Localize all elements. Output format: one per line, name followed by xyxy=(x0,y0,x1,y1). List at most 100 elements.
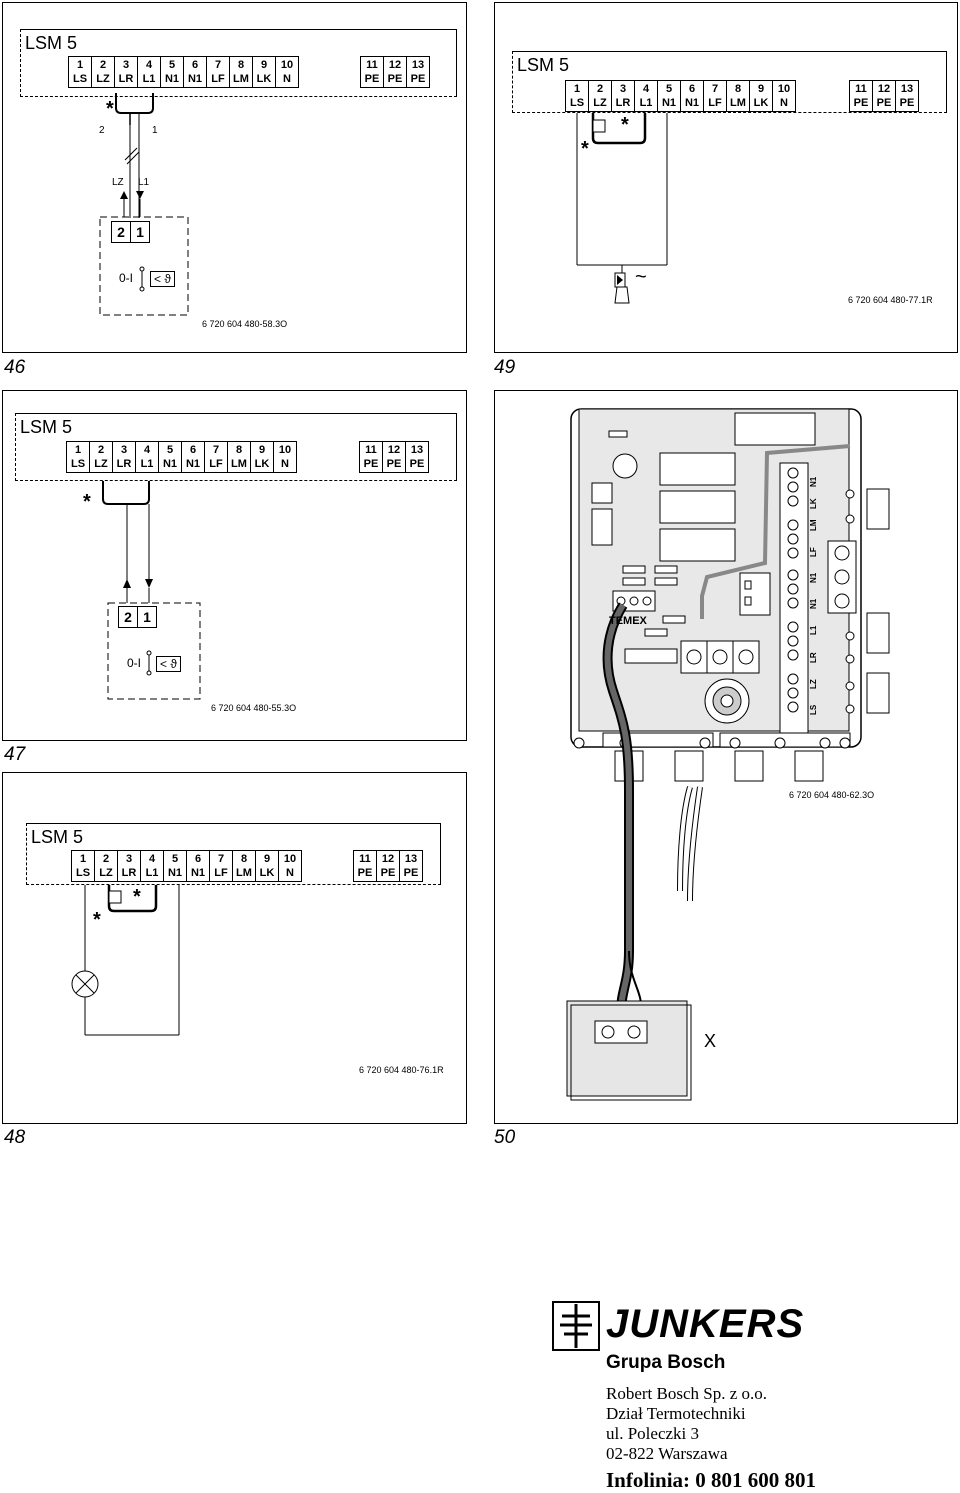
module-title: LSM 5 xyxy=(31,827,84,847)
switch-label: 0-I xyxy=(119,271,134,285)
asterisk-inner: * xyxy=(133,886,141,908)
fig46-wiring xyxy=(99,93,189,316)
strip-label-ls: LS xyxy=(809,704,818,715)
strip-label-n1-3: N1 xyxy=(809,598,818,609)
device-x-label: X xyxy=(704,1031,717,1051)
junkers-footer: JUNKERS Grupa Bosch Robert Bosch Sp. z o… xyxy=(552,1300,952,1492)
figure-number: 47 xyxy=(4,744,26,765)
strip-label-lk: LK xyxy=(809,498,818,509)
strip-label-lf: LF xyxy=(809,547,818,557)
address-line-2: Dział Termotechniki xyxy=(606,1404,746,1423)
label-lz: LZ xyxy=(112,177,124,188)
wire-label-2: 2 xyxy=(99,125,105,136)
asterisk-inner: * xyxy=(621,114,629,136)
fig49-wiring xyxy=(576,113,668,304)
module-title: LSM 5 xyxy=(25,33,78,53)
strip-label-n1-2: N1 xyxy=(809,572,818,583)
temex-label: TEMEX xyxy=(609,615,647,627)
drawing-code: 6 720 604 480-55.3O xyxy=(211,703,297,713)
drawing-code: 6 720 604 480-62.3O xyxy=(789,790,875,800)
terminal-pair: 2 1 xyxy=(118,606,157,628)
asterisk: * xyxy=(581,138,589,160)
address-line-1: Robert Bosch Sp. z o.o. xyxy=(606,1384,768,1403)
junkers-emblem-icon xyxy=(552,1301,600,1351)
drawing-code: 6 720 604 480-77.1R xyxy=(848,295,933,305)
pair-terminal-2: 2 xyxy=(111,221,131,243)
address-line-3: ul. Poleczki 3 xyxy=(606,1424,700,1443)
strip-label-lm: LM xyxy=(809,519,818,531)
figure-50-panel: TEMEX N1 LK LM LF N1 N1 L1 LR LZ LS 6 72… xyxy=(494,390,958,1124)
thermostat-symbol: < ϑ xyxy=(156,656,181,672)
fig48-wiring xyxy=(71,885,180,1036)
module-title: LSM 5 xyxy=(20,417,73,437)
terminal-pair: 2 1 xyxy=(111,221,150,243)
wire-label-1: 1 xyxy=(152,125,158,136)
module-title: LSM 5 xyxy=(517,55,570,75)
pair-terminal-1: 1 xyxy=(137,606,157,628)
tilde-symbol: ~ xyxy=(635,266,647,288)
asterisk: * xyxy=(106,98,114,120)
label-l1: L1 xyxy=(138,177,150,188)
switch-label: 0-I xyxy=(127,656,142,670)
pair-terminal-1: 1 xyxy=(130,221,150,243)
group-name: Grupa Bosch xyxy=(606,1352,726,1373)
figure-number: 46 xyxy=(4,357,26,378)
strip-label-l1: L1 xyxy=(809,625,818,635)
brand-name: JUNKERS xyxy=(606,1302,805,1346)
figure-number: 49 xyxy=(494,357,516,378)
strip-label-lz: LZ xyxy=(809,679,818,689)
figure-number: 50 xyxy=(494,1127,516,1148)
drawing-code: 6 720 604 480-76.1R xyxy=(359,1065,444,1075)
